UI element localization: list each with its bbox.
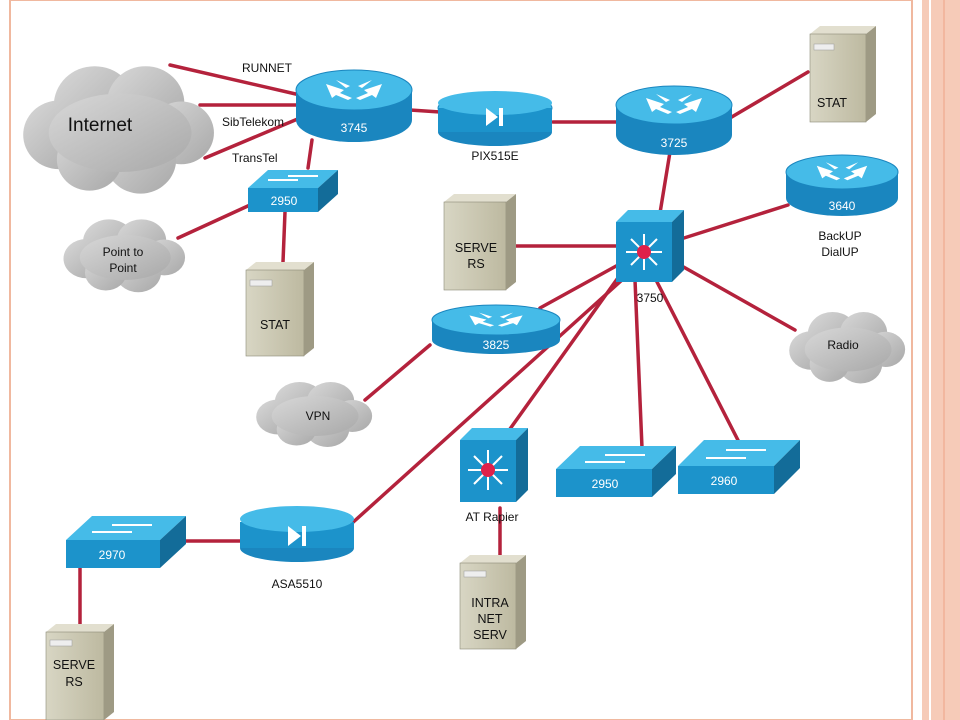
cloud-p2p-label-1: Point to xyxy=(103,245,144,259)
switch-2970-label: 2970 xyxy=(99,548,126,562)
switch-arrows-icon xyxy=(585,454,645,463)
core-at-rapier-label: AT Rapier xyxy=(466,510,519,524)
firewall-asa-label: ASA5510 xyxy=(272,577,323,591)
switch-2970: 2970 xyxy=(66,516,186,568)
cloud-p2p-label-2: Point xyxy=(109,261,137,275)
switch-2950-bottom: 2950 xyxy=(556,446,676,497)
cloud-radio-label: Radio xyxy=(827,338,859,352)
switch-2960-label: 2960 xyxy=(711,474,738,488)
backup-label-1: BackUP xyxy=(818,229,861,243)
server-intranet-label-3: SERV xyxy=(473,628,507,642)
router-3745-label: 3745 xyxy=(341,121,368,135)
switch-2960: 2960 xyxy=(678,440,800,494)
link-2950-stat xyxy=(281,210,287,264)
core-3750-label: 3750 xyxy=(637,291,664,305)
backup-label-2: DialUP xyxy=(821,245,858,259)
link-internet-runnet xyxy=(168,63,302,97)
router-3640: 3640 xyxy=(785,154,899,216)
link-3745-pix xyxy=(408,108,442,114)
link-3750-radio xyxy=(678,263,797,332)
server-mid-label-1: SERVE xyxy=(455,241,497,255)
link-3745-2950 xyxy=(306,138,314,170)
core-switch-3750 xyxy=(616,210,684,282)
router-3640-label: 3640 xyxy=(829,199,856,213)
link-3750-2950 xyxy=(633,278,644,450)
server-intranet-label-1: INTRA xyxy=(471,596,509,610)
router-3725: 3725 xyxy=(615,85,733,155)
link-3725-3750 xyxy=(658,150,672,215)
core-switch-at-rapier xyxy=(460,428,528,502)
link-3750-3640 xyxy=(682,203,790,240)
switch-arrows-icon xyxy=(92,524,152,533)
server-stat-top: STAT xyxy=(809,26,876,123)
right-peach-band xyxy=(922,0,960,720)
switch-arrows-icon xyxy=(268,175,318,181)
server-bottom-label-1: SERVE xyxy=(53,658,95,672)
firewall-asa5510 xyxy=(240,506,354,562)
links xyxy=(78,63,810,630)
server-servers-mid: SERVE RS xyxy=(443,194,516,291)
firewall-arrow-icon xyxy=(486,108,503,126)
switch-2950-bottom-label: 2950 xyxy=(592,477,619,491)
firewall-pix-label: PIX515E xyxy=(471,149,518,163)
isp-runnet-label: RUNNET xyxy=(242,61,293,75)
link-3750-3825 xyxy=(538,263,620,310)
firewall-pix515e xyxy=(437,91,553,146)
link-p2p-2950 xyxy=(176,203,252,240)
cloud-internet-label: Internet xyxy=(68,115,133,136)
server-mid-label-2: RS xyxy=(467,257,484,271)
isp-sibtelekom-label: SibTelekom xyxy=(222,115,284,129)
router-3825: 3825 xyxy=(431,304,561,354)
switch-2950-top-label: 2950 xyxy=(271,194,298,208)
server-stat-top-label: STAT xyxy=(817,96,847,110)
firewall-arrow-icon xyxy=(288,526,306,546)
switch-arrows-icon xyxy=(706,449,766,459)
link-3750-2960 xyxy=(654,278,744,450)
router-3745: 3745 xyxy=(295,69,413,142)
router-core-dot-icon xyxy=(637,245,651,259)
router-core-dot-icon xyxy=(481,463,495,477)
server-bottom-label-2: RS xyxy=(65,675,82,689)
link-3750-atrapier xyxy=(503,273,622,438)
server-intranet-label-2: NET xyxy=(478,612,503,626)
cloud-vpn-label: VPN xyxy=(306,409,331,423)
link-3725-stat xyxy=(728,70,810,120)
slide-border xyxy=(9,0,913,720)
router-3725-label: 3725 xyxy=(661,136,688,150)
isp-transtel-label: TransTel xyxy=(232,151,278,165)
server-stat-left: STAT xyxy=(245,262,314,357)
router-3825-label: 3825 xyxy=(483,338,510,352)
link-internet-transtel xyxy=(203,116,302,160)
server-servers-bottom: SERVE RS xyxy=(45,624,114,720)
switch-2950-top: 2950 xyxy=(248,170,338,212)
server-intranet: INTRA NET SERV xyxy=(459,555,526,650)
link-3750-asa xyxy=(348,278,624,527)
link-3825-vpn xyxy=(363,343,432,402)
server-stat-left-label: STAT xyxy=(260,318,290,332)
